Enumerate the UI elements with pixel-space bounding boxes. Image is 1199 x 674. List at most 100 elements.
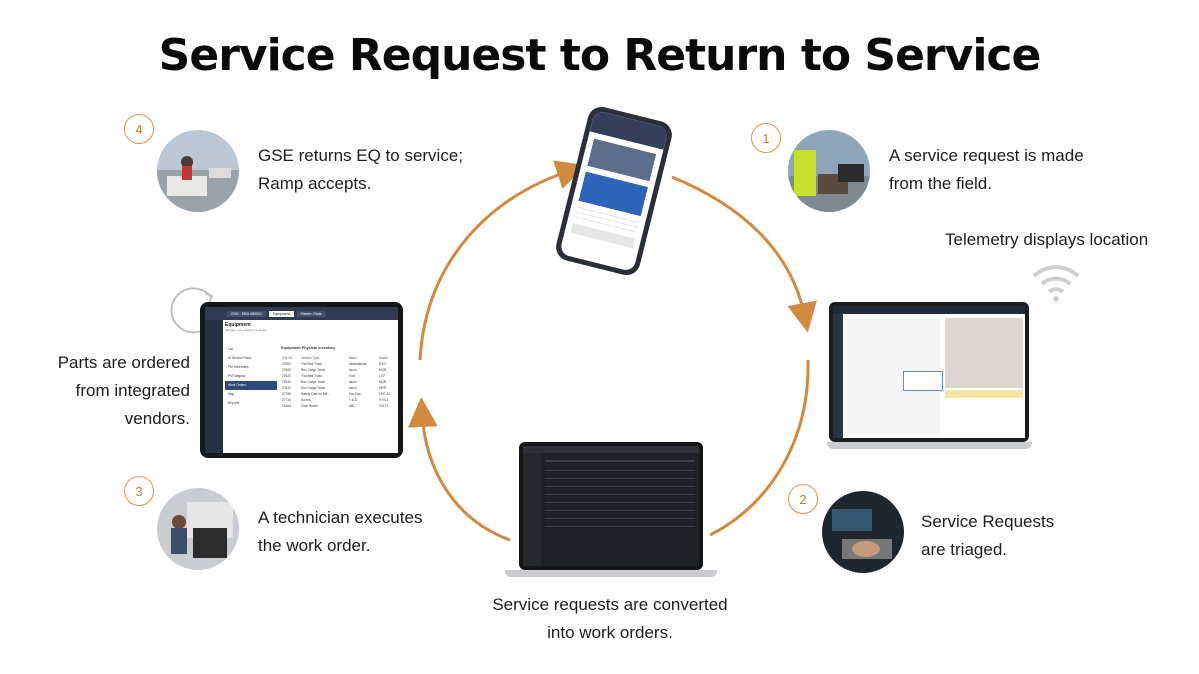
tablet-panel-title: Equipment Physical Inventory: [281, 346, 336, 350]
step-1-photo: [788, 130, 870, 212]
cell: Box Cargo Truck: [301, 386, 326, 390]
step-2-photo: [822, 491, 904, 573]
cell: Isuzu: [348, 386, 357, 390]
phone-device: [553, 103, 688, 279]
tablet-nav-item[interactable]: PM Schedules: [228, 365, 249, 369]
parts-line1: Parts are ordered: [57, 353, 190, 372]
step-2-text: Service Requests are triaged.: [921, 508, 1054, 564]
cell: NQR: [379, 380, 387, 384]
cell: 27630: [282, 380, 291, 384]
arrow-laptop-to-bottom: [709, 359, 810, 537]
laptop-telemetry: [827, 302, 1032, 452]
cell: Flat Bed Truck: [301, 362, 322, 366]
step-4-photo: [157, 130, 239, 212]
convert-text: Service requests are converted into work…: [460, 591, 760, 647]
step-3-photo: [157, 488, 239, 570]
cell: Kones: [301, 398, 311, 402]
cell: 27605: [282, 368, 291, 372]
cell: Box Cargo Truck: [301, 380, 326, 384]
parts-line3: vendors.: [124, 409, 190, 428]
step-1-badge: 1: [751, 123, 781, 153]
telemetry-text: Telemetry displays location: [945, 230, 1149, 249]
col-header: City No: [282, 356, 293, 360]
tablet-tab-2[interactable]: Equipment: [268, 310, 294, 317]
step-2-line2: are triaged.: [921, 540, 1007, 559]
cell: Box Cargo Truck: [301, 368, 326, 372]
step-3-text: A technician executes the work order.: [258, 504, 422, 560]
step-4-line1: GSE returns EQ to service;: [258, 146, 464, 165]
cell: 24364: [282, 404, 291, 408]
step-3-line1: A technician executes: [258, 508, 423, 527]
cell: EXO: [379, 362, 386, 366]
cell: 27765: [282, 392, 291, 396]
cell: Flat Bed Truck: [301, 374, 322, 378]
cell: 27561: [282, 362, 291, 366]
convert-line2: into work orders.: [547, 623, 673, 642]
step-1-text: A service request is made from the field…: [889, 142, 1084, 198]
tablet-nav-item[interactable]: At Service Rows: [228, 356, 252, 360]
table-row[interactable]: 27620 Flat Bed Truck Ford LCF: [281, 373, 398, 379]
step-3-line2: the work order.: [258, 536, 371, 555]
tablet-device: GXH - EB0L080001 Equipment Fleetre: Part…: [200, 302, 403, 458]
tablet-nav-item[interactable]: Map: [228, 392, 235, 396]
cell: KYS-1: [379, 398, 389, 402]
col-header: Vehicle Type: [301, 356, 320, 360]
tablet-table-header: City No Vehicle Type Make Model: [281, 355, 398, 361]
cell: T & S: [348, 398, 357, 402]
cell: Rear Brush: [301, 404, 318, 408]
table-row[interactable]: 27716 Kones T & S KYS-1: [281, 397, 398, 403]
tablet-tabbar: GXH - EB0L080001 Equipment Fleetre: Part…: [205, 307, 398, 320]
tablet-tab-3[interactable]: Fleetre: Parts: [296, 310, 326, 317]
tablet-nav-item[interactable]: List: [228, 347, 233, 351]
table-row[interactable]: 27765 Safety Cart for Ele... Par-Kan LPC-20: [281, 391, 398, 397]
tablet-table-panel: Equipment Physical Inventory City No Veh…: [281, 345, 398, 451]
laptop-work-orders-screen: [523, 446, 699, 566]
tablet-nav-item[interactable]: Reports: [228, 401, 240, 405]
page-title: Service Request to Return to Service: [158, 30, 1042, 81]
tablet-header: Equipment: [225, 322, 251, 328]
wifi-icon: [1032, 265, 1080, 302]
tablet-icon-rail: [205, 320, 223, 453]
tablet-screen: GXH - EB0L080001 Equipment Fleetre: Part…: [205, 307, 398, 453]
step-1-line1: A service request is made: [889, 146, 1084, 165]
cell: Par-Kan: [348, 392, 361, 396]
step-1-line2: from the field.: [889, 174, 992, 193]
table-row[interactable]: 27630 Box Cargo Truck Isuzu NQR: [281, 379, 398, 385]
cell: NQR: [379, 368, 387, 372]
convert-line1: Service requests are converted: [492, 595, 728, 614]
laptop-work-orders-lid: [519, 442, 703, 570]
step-2-badge: 2: [788, 484, 818, 514]
parts-line2: from integrated: [75, 381, 190, 400]
phone-frame: [553, 103, 675, 279]
step-2-line1: Service Requests: [921, 512, 1055, 531]
arrow-bottom-to-tablet: [407, 397, 511, 542]
cell: Isuzu: [348, 380, 357, 384]
laptop-work-orders: [505, 442, 717, 582]
parts-text: Parts are ordered from integrated vendor…: [20, 349, 190, 433]
cell: 27620: [282, 374, 291, 378]
col-header: Make: [348, 356, 357, 360]
cell: LCF: [379, 374, 386, 378]
tablet-nav: List At Service Rows PM Schedules PM Dia…: [225, 345, 277, 451]
phone-screen: [559, 110, 669, 272]
cell: Safety Cart for Ele...: [301, 392, 330, 396]
tablet-tab-1[interactable]: GXH - EB0L080001: [227, 310, 266, 317]
arrow-phone-to-laptop: [671, 175, 817, 333]
cell: LPC-20: [379, 392, 390, 396]
step-4-text: GSE returns EQ to service; Ramp accepts.: [258, 142, 463, 198]
step-3-badge: 3: [124, 476, 154, 506]
tablet-nav-item[interactable]: PM Diagnos: [228, 374, 246, 378]
tablet-nav-item-active[interactable]: Work Orders: [225, 381, 277, 390]
laptop-telemetry-lid: [829, 302, 1029, 442]
cell: 27716: [282, 398, 291, 402]
cell: Ford: [348, 374, 356, 378]
step-4-badge: 4: [124, 114, 154, 144]
col-header: Model: [379, 356, 388, 360]
tablet-subheader: Manage your equipment issues: [225, 328, 267, 332]
